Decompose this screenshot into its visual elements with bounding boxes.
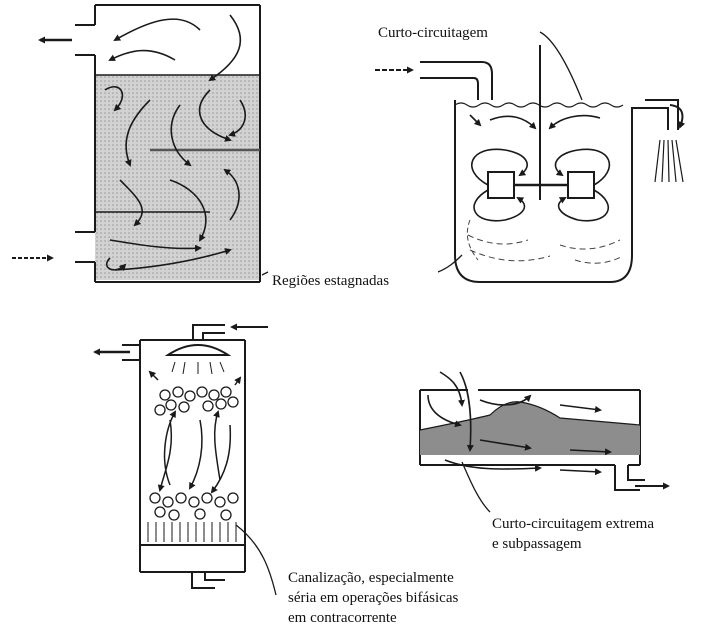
label-extreme-line1: Curto-circuitagem extrema [492,516,654,532]
impeller-left [488,172,514,198]
label-channel-line3: em contracorrente [288,610,397,626]
label-channel-line1: Canalização, especialmente [288,570,454,586]
channel-leader [236,525,276,595]
label-channel-line2: séria em operações bifásicas [288,590,458,606]
label-stagnant: Regiões estagnadas [272,273,389,289]
short-circuit-leader [540,32,582,100]
impeller-right [568,172,594,198]
label-extreme-line2: e subpassagem [492,536,582,552]
granular-bed [420,402,640,455]
packing-top [155,387,238,415]
panel-bypass-bed [420,372,668,512]
stagnant-fill [95,75,260,280]
sprinkler-head [168,345,228,355]
packing-bottom [150,493,238,520]
panel-packed-column [95,325,276,595]
tank-outlet-arrow [670,105,682,127]
packed-bed [148,522,236,542]
label-short-circuit: Curto-circuitagem [378,25,488,41]
dashed-flow [467,220,623,263]
panel-stagnant-column [12,5,260,282]
extreme-leader [462,462,490,512]
spray [655,140,683,182]
panel-stirred-tank [262,32,683,282]
spray-droplets [172,362,224,374]
